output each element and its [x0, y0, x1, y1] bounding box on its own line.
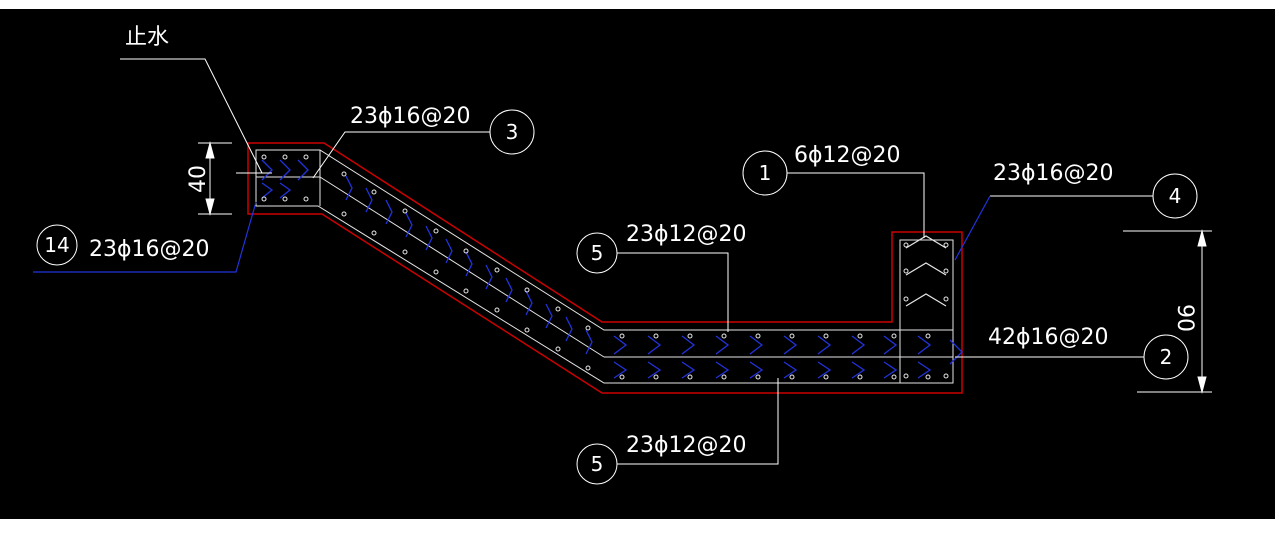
callout-5-top-number: 5 — [591, 241, 604, 265]
callout-3-text: 23ϕ16@20 — [350, 104, 471, 129]
callout-5-bottom-text: 23ϕ12@20 — [626, 433, 747, 458]
dimension-left — [198, 141, 232, 216]
dimension-right — [1123, 229, 1212, 394]
callout-5-top-text: 23ϕ12@20 — [626, 222, 747, 247]
callout-4-text: 23ϕ16@20 — [993, 161, 1114, 186]
waterstop-label: 止水 — [125, 25, 169, 50]
dimension-left-label: 40 — [186, 165, 211, 193]
cad-drawing-area[interactable]: 40 90 止水 3 23ϕ16@20 14 23ϕ16@20 1 6ϕ12@2… — [0, 9, 1275, 519]
section-mid-line-slope — [319, 176, 605, 358]
dimension-right-label: 90 — [1172, 304, 1197, 332]
window-edge — [1275, 9, 1279, 519]
stirrup-chevrons — [261, 159, 963, 379]
callout-14: 14 23ϕ16@20 — [33, 201, 257, 273]
callout-3: 3 23ϕ16@20 — [312, 104, 535, 179]
callout-14-number: 14 — [44, 233, 69, 257]
callout-5-top: 5 23ϕ12@20 — [576, 222, 747, 332]
callout-3-number: 3 — [506, 120, 519, 144]
callout-1-number: 1 — [759, 161, 772, 185]
upstand-chevrons — [905, 235, 947, 307]
section-drawing: 40 90 止水 3 23ϕ16@20 14 23ϕ16@20 1 6ϕ12@2… — [33, 25, 1212, 485]
callout-2: 2 42ϕ16@20 — [955, 325, 1189, 380]
outer-outline — [247, 142, 963, 394]
rebar-dots — [261, 154, 949, 380]
callout-5-bottom-number: 5 — [591, 452, 604, 476]
callout-4-number: 4 — [1169, 184, 1182, 208]
concrete-section — [255, 149, 954, 384]
callout-1: 1 6ϕ12@20 — [742, 143, 925, 238]
callout-14-text: 23ϕ16@20 — [89, 237, 210, 262]
callout-5-bottom: 5 23ϕ12@20 — [576, 378, 779, 485]
callout-4: 4 23ϕ16@20 — [954, 161, 1198, 261]
callout-2-number: 2 — [1160, 345, 1173, 369]
waterstop-leader — [120, 58, 263, 174]
callout-1-text: 6ϕ12@20 — [794, 143, 901, 168]
callout-2-text: 42ϕ16@20 — [988, 325, 1109, 350]
